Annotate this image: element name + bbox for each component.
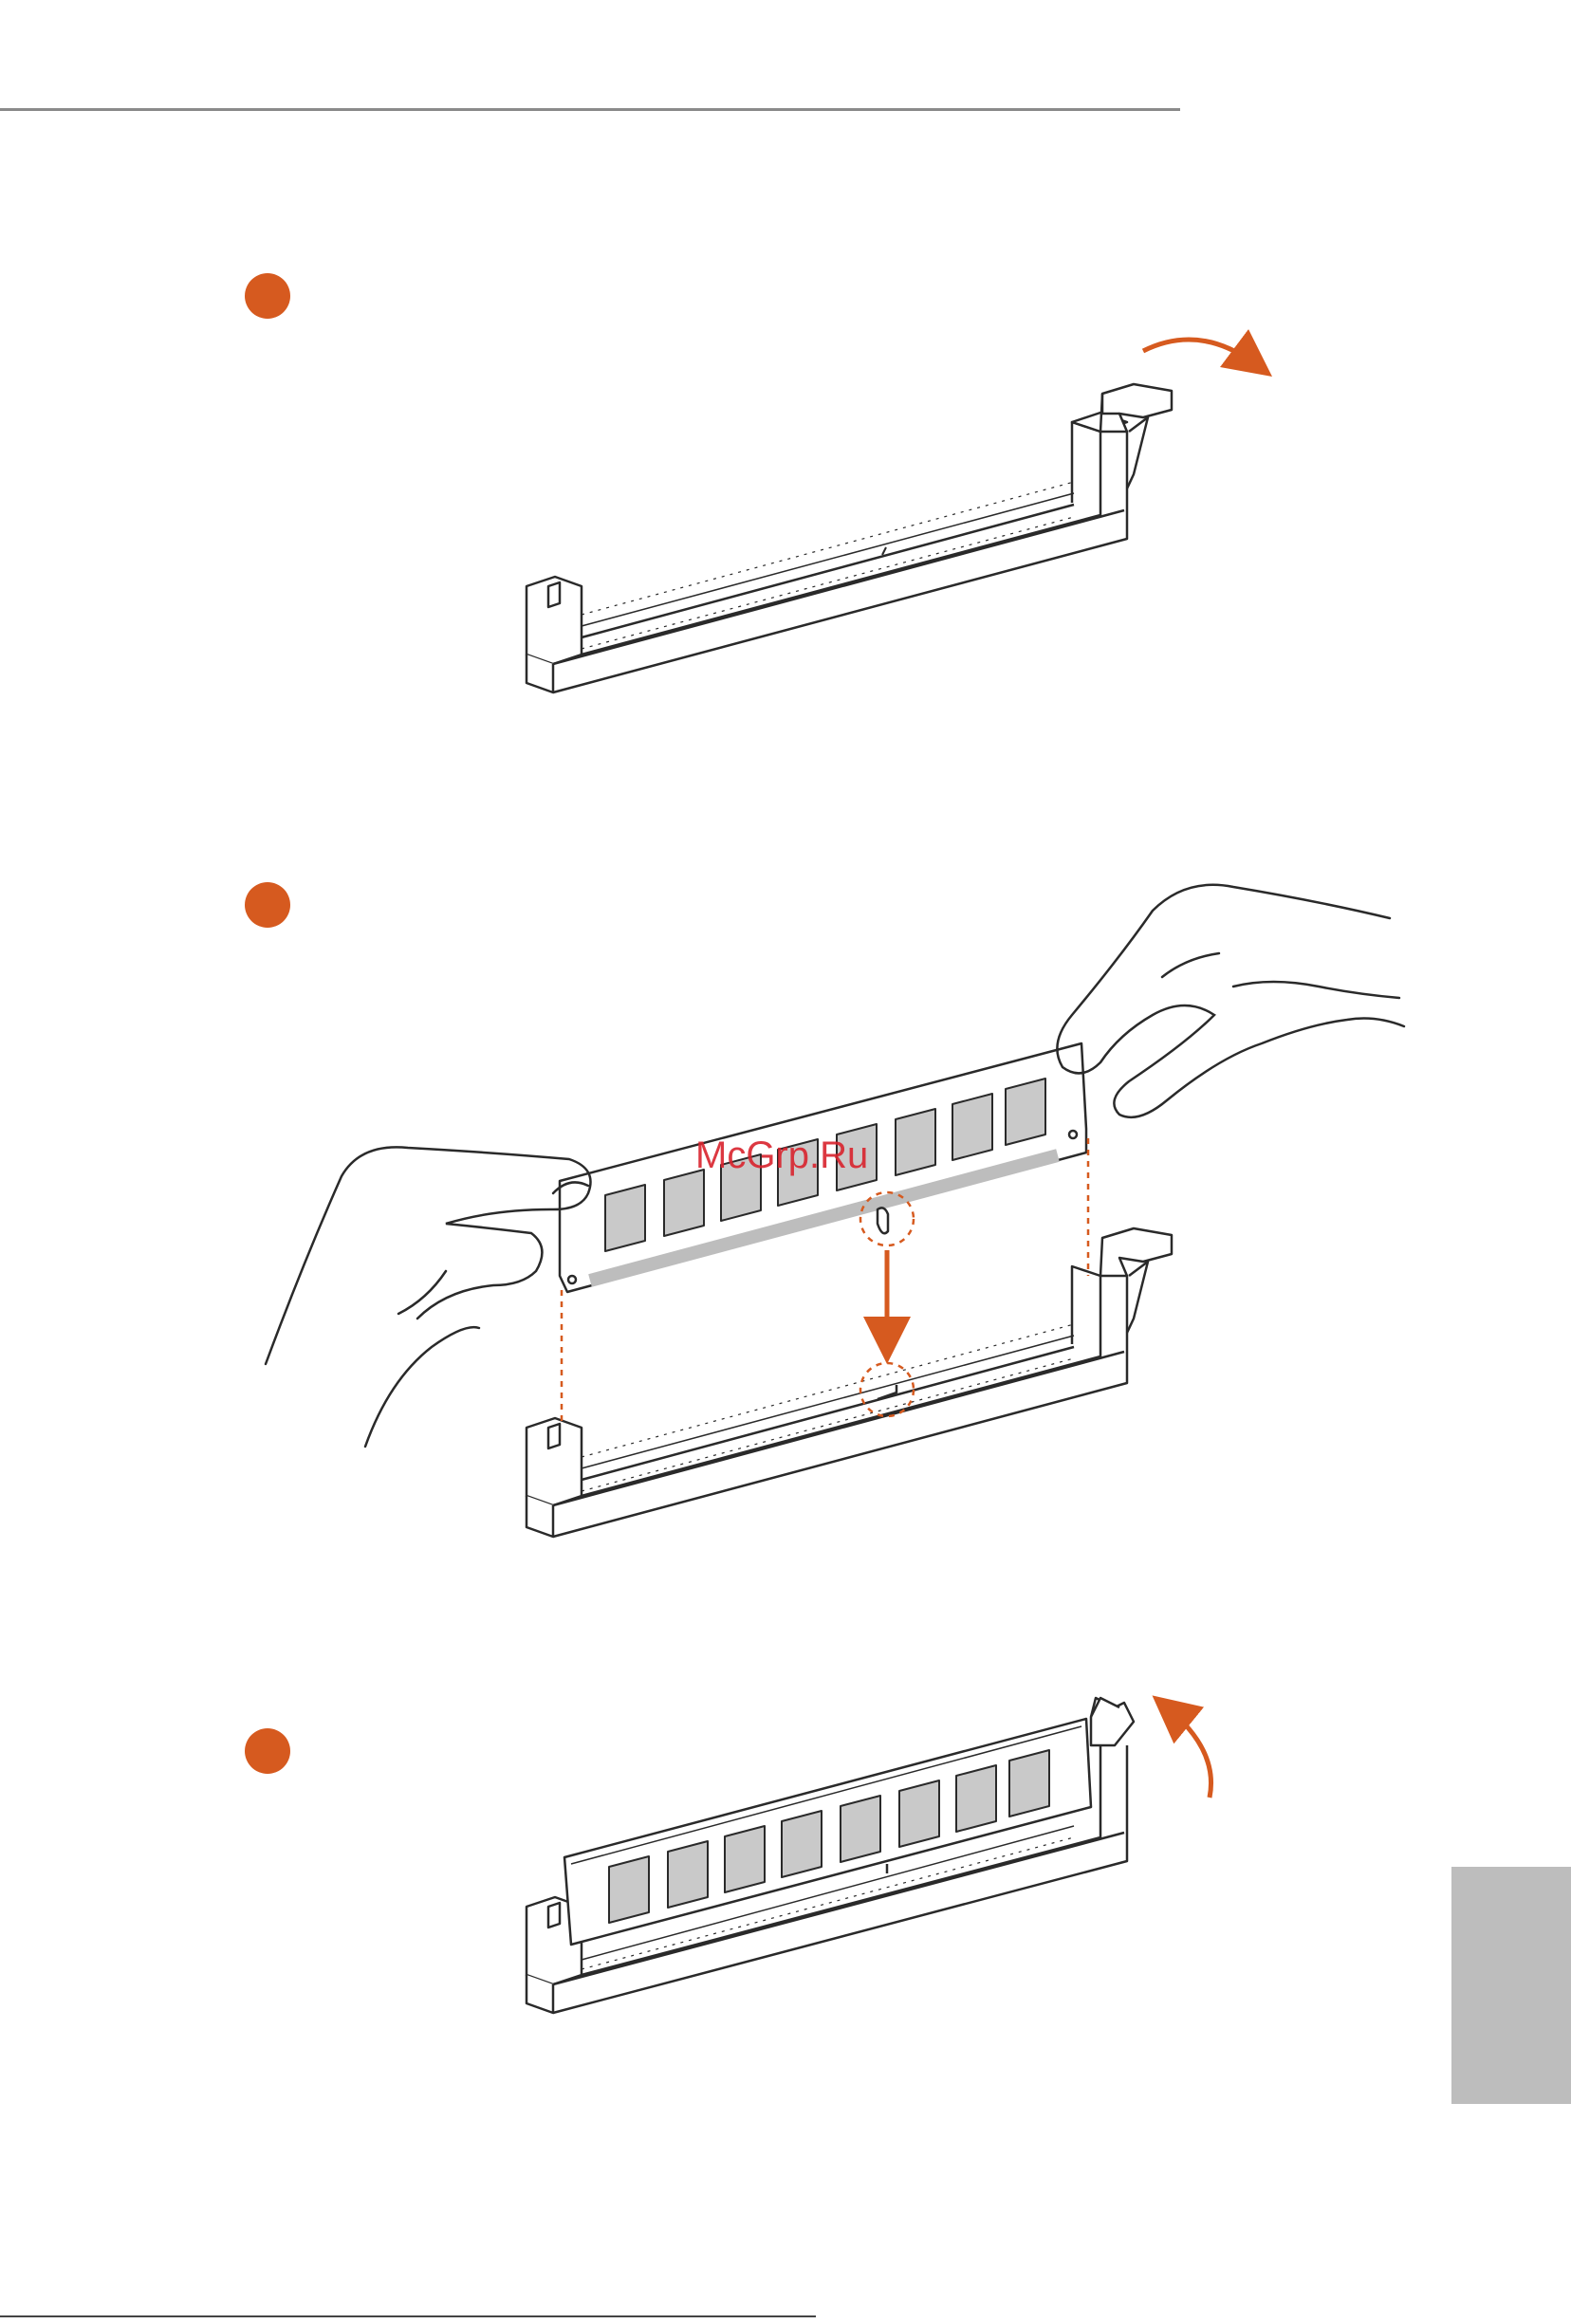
step-1-open-arrow	[1143, 340, 1257, 365]
step-3-closed-clip	[1091, 1698, 1134, 1745]
footer-rule	[0, 2315, 816, 2317]
side-tab	[1451, 1867, 1571, 2104]
step-1-dimm-slot	[527, 384, 1172, 692]
step-3-close-arrow	[1167, 1707, 1211, 1798]
watermark: McGrp.Ru	[695, 1134, 868, 1177]
